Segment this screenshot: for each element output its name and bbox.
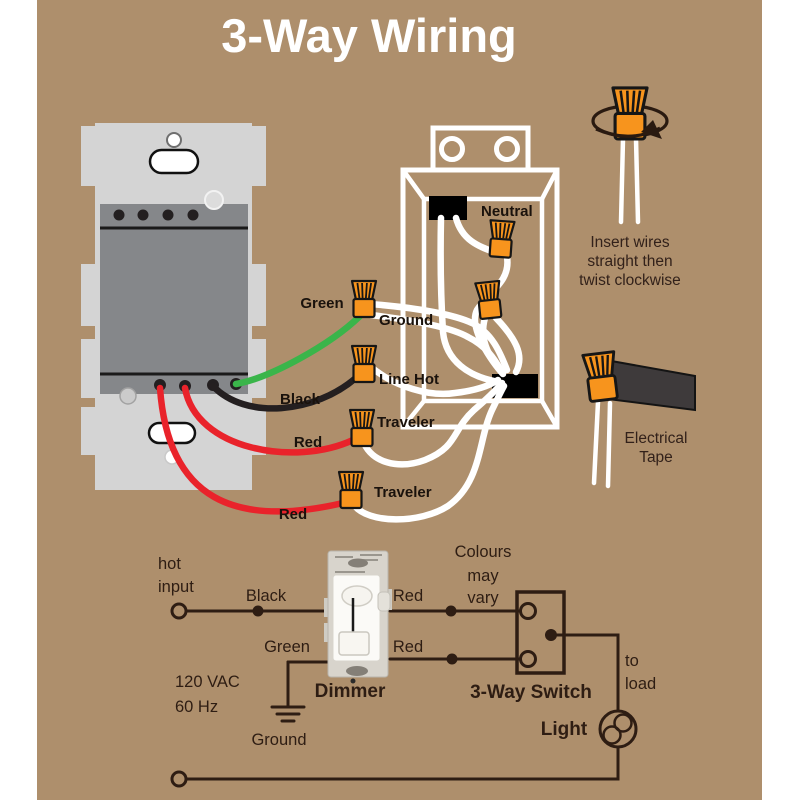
box-tab-hole (439, 136, 465, 162)
label-light: Light (541, 719, 588, 740)
label-traveler-bottom: Traveler (374, 484, 432, 501)
red-traveler-wire-bottom (156, 384, 347, 515)
green-ground-wire (232, 312, 364, 388)
label-colours-note-2: may (467, 567, 499, 585)
device-body (100, 204, 248, 394)
tape-label-line: Tape (639, 449, 673, 466)
wire-labels: Green Ground Black Line Hot Traveler Red… (279, 203, 533, 523)
body-corner-hole (204, 190, 224, 210)
box-tab-hole (494, 136, 520, 162)
smart-dimmer-back (81, 123, 266, 490)
wire-nut-traveler-top (348, 408, 376, 448)
label-line-hot: Line Hot (379, 371, 439, 388)
dimmer-device (324, 550, 392, 684)
wirenut-tip-text: Insert wires straight then twist clockwi… (579, 234, 681, 289)
dimmer-rocker (338, 631, 370, 656)
dimmer-slider-knob (341, 585, 373, 607)
top-mounting-slot (148, 148, 200, 175)
label-colours-note-1: Colours (455, 543, 512, 561)
tip-line: straight then (587, 253, 672, 270)
label-black: Black (280, 391, 321, 408)
label-ground: Ground (379, 312, 433, 329)
page-title: 3-Way Wiring (221, 9, 517, 62)
label-to-load-line2: load (625, 675, 656, 693)
junction-dots (252, 605, 557, 665)
label-red-bottom: Red (279, 506, 307, 523)
label-to-load-line1: to (625, 652, 639, 670)
tape-label-line: Electrical (625, 430, 688, 447)
electrical-box (400, 125, 560, 430)
label-dimmer: Dimmer (315, 681, 386, 702)
box-depth-lines (401, 168, 559, 429)
wire-nut-ground (350, 279, 378, 319)
electrical-tape-illustration: Electrical Tape (581, 350, 696, 489)
label-red-wire-bottom: Red (393, 638, 423, 656)
label-hot-input-line2: input (158, 578, 194, 596)
top-screw-dots (113, 209, 199, 221)
label-hot-input-line1: hot (158, 555, 181, 573)
dimmer-top-slot (348, 558, 368, 568)
label-schematic-green: Green (264, 638, 310, 656)
clockwise-arrowhead-icon (641, 120, 662, 139)
label-supply-frequency: 60 Hz (175, 698, 218, 716)
strap-hole (119, 387, 137, 405)
wire-nut-neutral (486, 219, 516, 259)
wire-nut-traveler-bottom (337, 470, 365, 510)
label-neutral: Neutral (481, 203, 533, 220)
red-traveler-wire-top (181, 384, 357, 456)
wirenut-twist-illustration (591, 86, 669, 225)
label-red-top: Red (294, 434, 322, 451)
black-line-hot-wire (209, 373, 361, 412)
top-screw-hole (166, 132, 182, 148)
label-schematic-ground: Ground (251, 731, 306, 749)
box-outer-wall (400, 167, 560, 430)
dimmer-bottom-slot (346, 666, 368, 676)
label-traveler-top: Traveler (377, 414, 435, 431)
dimmer-print-lines (335, 554, 382, 573)
label-supply-voltage: 120 VAC (175, 673, 240, 691)
tip-line: twist clockwise (579, 272, 681, 289)
white-cables (350, 214, 523, 523)
schematic: hot input Black Green 120 VAC 60 Hz Grou… (158, 543, 656, 788)
label-red-wire-top: Red (393, 587, 423, 605)
tip-line: Insert wires (590, 234, 669, 251)
label-three-way-switch: 3-Way Switch (470, 682, 592, 703)
wire-nut-line-hot (350, 344, 378, 384)
label-colours-note-3: vary (467, 589, 499, 607)
label-green: Green (300, 295, 343, 312)
dimmer-side-tab (377, 591, 391, 612)
cable-clamp-top (429, 196, 467, 220)
label-schematic-black: Black (246, 587, 287, 605)
